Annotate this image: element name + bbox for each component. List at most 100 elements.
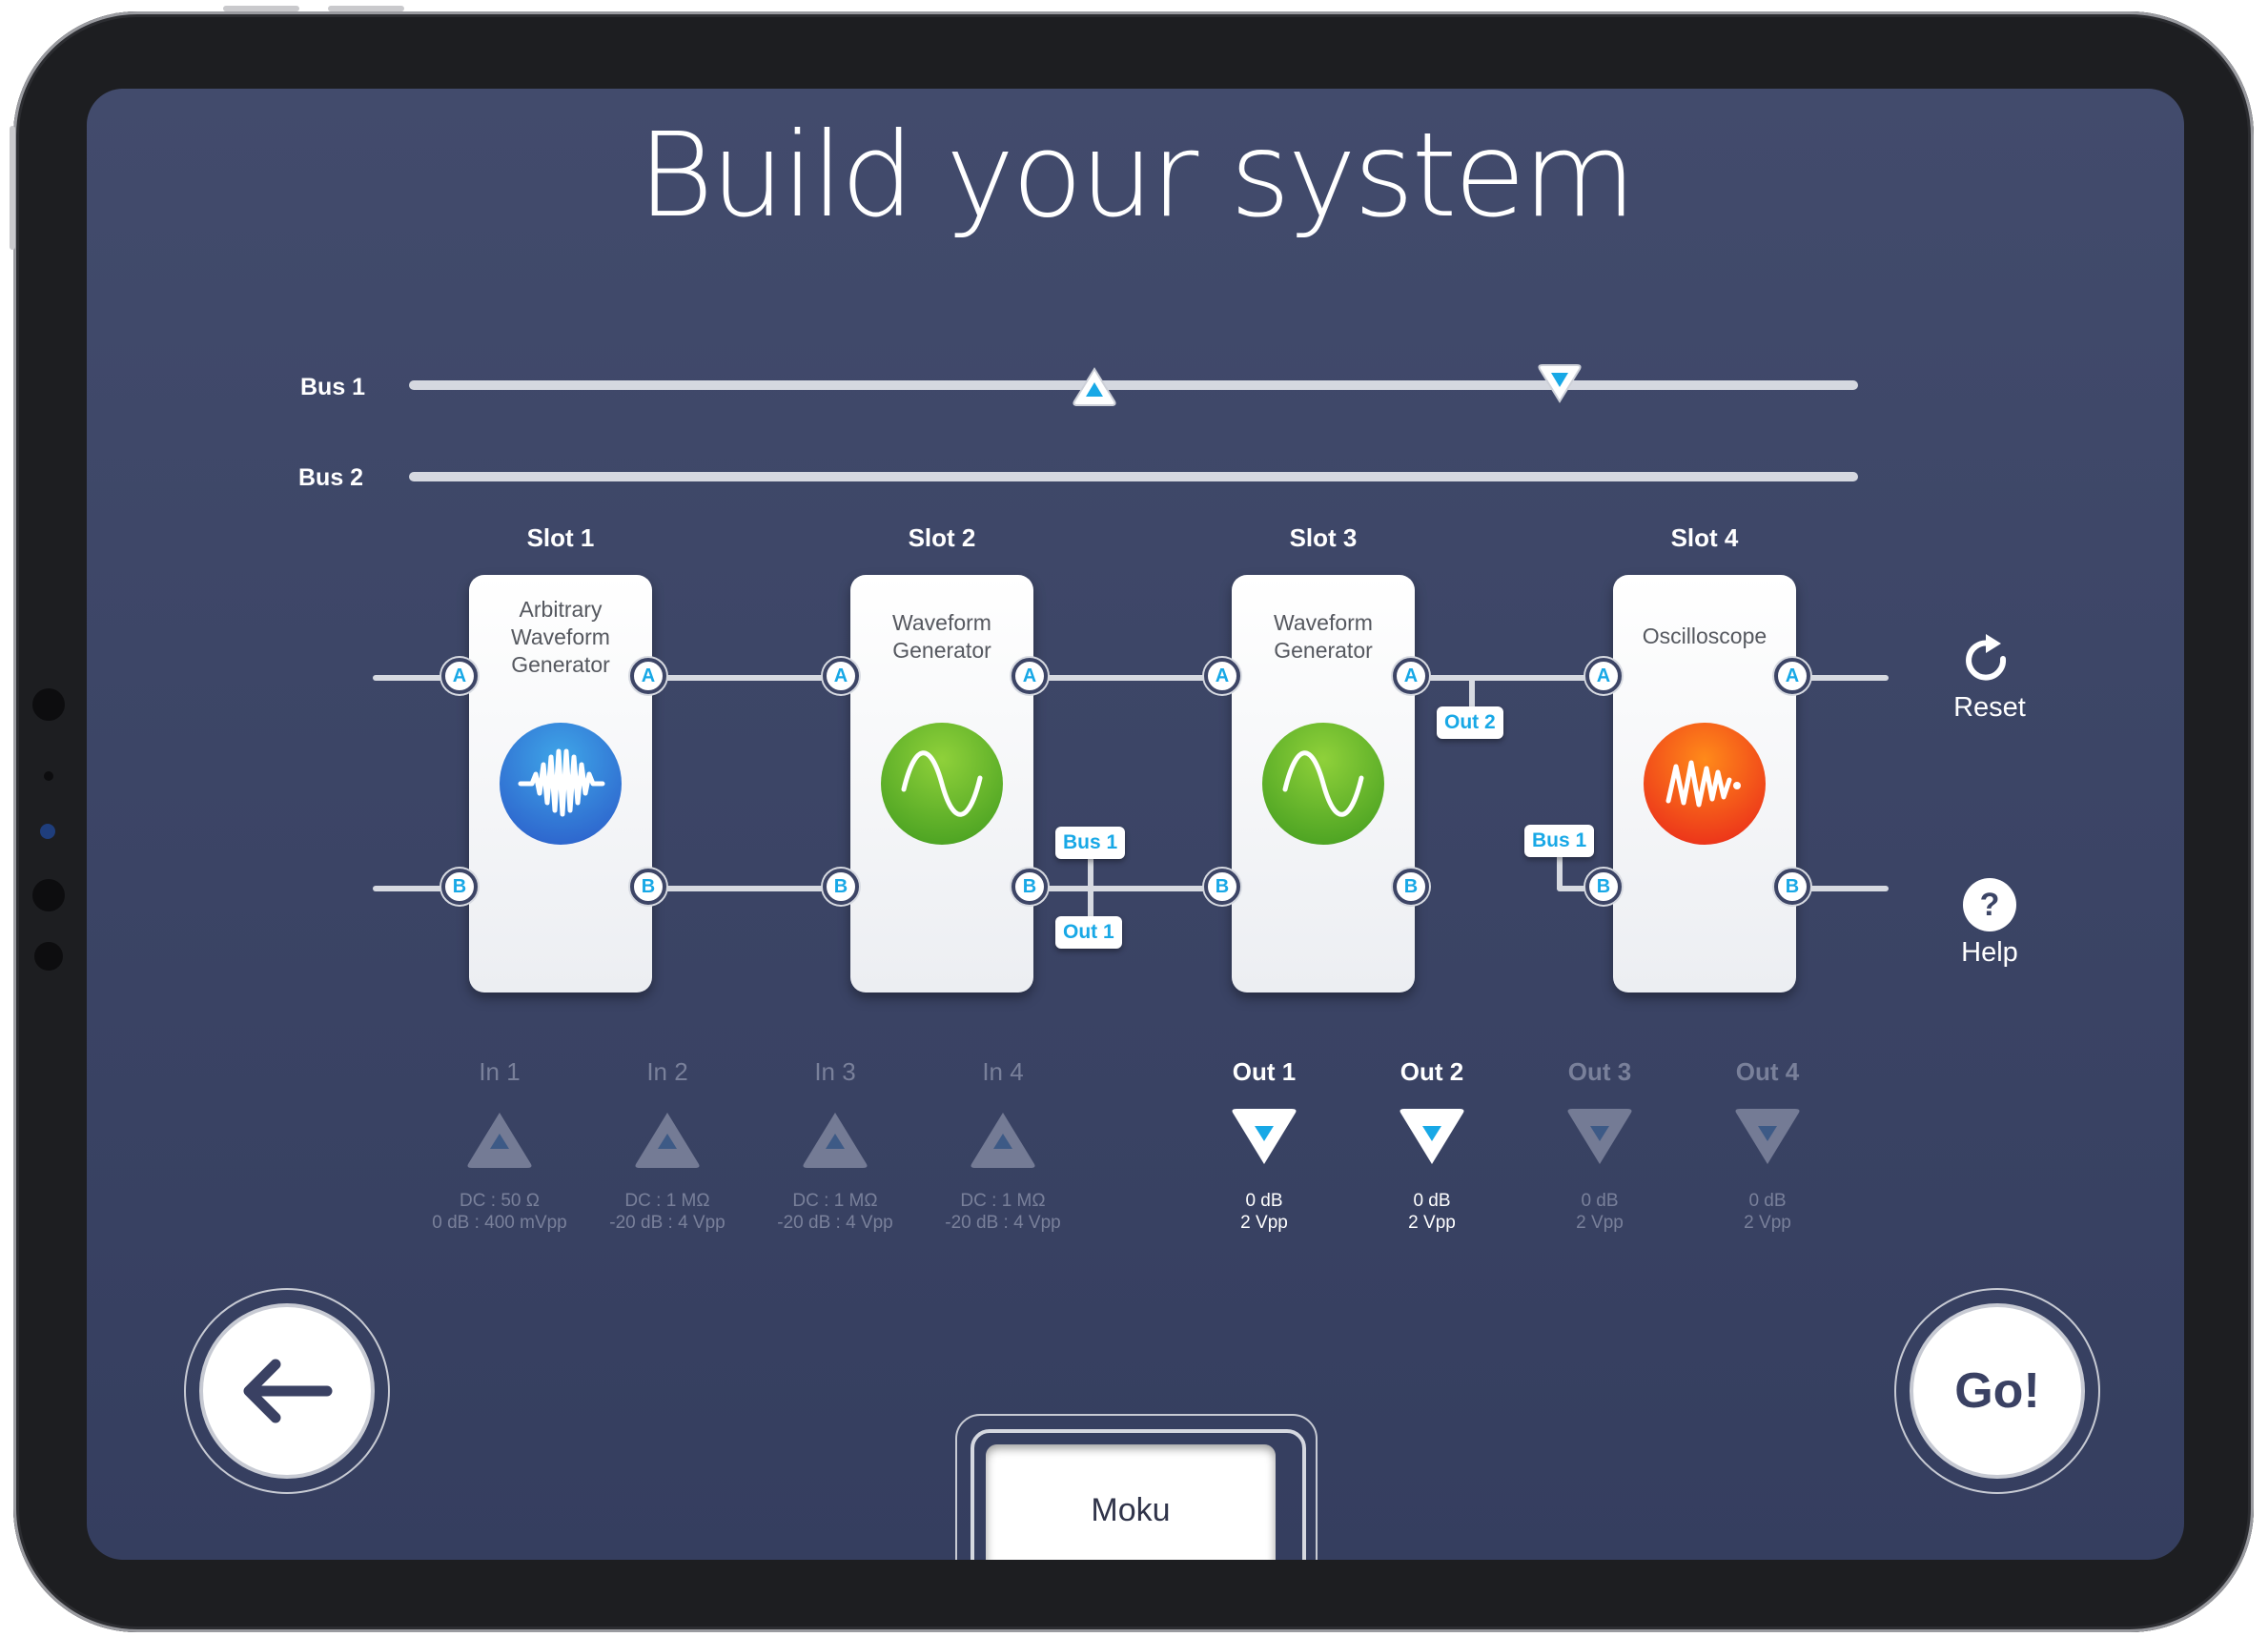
input-3-port-icon[interactable] — [800, 1109, 870, 1172]
help-button[interactable]: Help — [1961, 937, 2018, 968]
output-1-label: Out 1 — [1232, 1057, 1297, 1086]
top-button — [223, 6, 299, 11]
oscilloscope-trace-icon — [1644, 723, 1766, 845]
slot-3-module[interactable]: Waveform Generator — [1232, 575, 1415, 992]
slot-2-label: Slot 2 — [908, 523, 976, 552]
wire-1-2-b — [649, 886, 840, 891]
slot-3-out-2-tag[interactable]: Out 2 — [1437, 706, 1503, 739]
slot-2-input-b-port[interactable]: B — [823, 869, 859, 905]
slot-3-input-b-port[interactable]: B — [1204, 869, 1240, 905]
moku-device[interactable]: Moku — [955, 1414, 1318, 1560]
output-1-port-icon[interactable] — [1229, 1105, 1299, 1168]
slot-1-module[interactable]: Arbitrary Waveform Generator — [469, 575, 652, 992]
slot-4-output-a-port[interactable]: A — [1774, 658, 1810, 694]
input-2-spec: DC : 1 MΩ-20 dB : 4 Vpp — [609, 1191, 725, 1233]
slot-4-input-b-port[interactable]: B — [1585, 869, 1622, 905]
moku-label: Moku — [1091, 1492, 1171, 1528]
front-camera — [40, 824, 55, 839]
wire-2-3-a — [1031, 675, 1221, 681]
wire-input-a — [373, 675, 459, 681]
slot-4-input-a-port[interactable]: A — [1585, 658, 1622, 694]
input-4-spec: DC : 1 MΩ-20 dB : 4 Vpp — [945, 1191, 1061, 1233]
output-4-port-icon[interactable] — [1732, 1105, 1803, 1168]
app-screen: Build your system Bus 1 Bus 2 Slot 1 Slo… — [87, 89, 2184, 1560]
input-4-label: In 4 — [982, 1057, 1024, 1086]
input-1-port-icon[interactable] — [464, 1109, 535, 1172]
output-3-label: Out 3 — [1567, 1057, 1632, 1086]
reset-button[interactable]: Reset — [1953, 692, 2026, 723]
wire-input-b — [373, 886, 459, 891]
go-button-face[interactable]: Go! — [1910, 1303, 2085, 1479]
sine-wave-icon — [881, 723, 1003, 845]
slot-3-output-b-port[interactable]: B — [1393, 869, 1429, 905]
go-label: Go! — [1954, 1363, 2040, 1419]
go-button[interactable]: Go! — [1894, 1288, 2100, 1494]
branch-slot4-b-h — [1557, 886, 1603, 891]
bus-2-track[interactable] — [409, 472, 1858, 481]
sensor-dot — [32, 688, 65, 721]
bus-2-label: Bus 2 — [298, 464, 364, 491]
branch-slot3-a — [1469, 675, 1475, 713]
branch-slot2-b — [1088, 842, 1093, 933]
wire-output-b — [1793, 886, 1889, 891]
slot-3-output-a-port[interactable]: A — [1393, 658, 1429, 694]
slot-2-module[interactable]: Waveform Generator — [850, 575, 1033, 992]
slot-4-bus-1-tag[interactable]: Bus 1 — [1524, 825, 1595, 857]
slot-2-bus-1-tag[interactable]: Bus 1 — [1055, 827, 1126, 859]
branch-slot4-b — [1557, 851, 1563, 890]
sensor-dot — [34, 942, 63, 971]
slot-2-input-a-port[interactable]: A — [823, 658, 859, 694]
slot-3-label: Slot 3 — [1289, 523, 1358, 552]
back-button-face[interactable] — [199, 1303, 375, 1479]
bus-1-input-marker[interactable] — [1069, 365, 1120, 409]
input-2-label: In 2 — [646, 1057, 688, 1086]
bus-1-output-marker[interactable] — [1534, 361, 1585, 405]
slot-4-module[interactable]: Oscilloscope — [1613, 575, 1796, 992]
reset-icon[interactable] — [1961, 632, 2018, 689]
input-2-port-icon[interactable] — [632, 1109, 703, 1172]
output-2-label: Out 2 — [1400, 1057, 1464, 1086]
sine-wave-icon — [1262, 723, 1384, 845]
help-icon[interactable]: ? — [1961, 876, 2018, 933]
page-title: Build your system — [637, 108, 1636, 243]
moku-device-bezel: Moku — [971, 1429, 1306, 1560]
wire-output-a — [1793, 675, 1889, 681]
slot-2-output-b-port[interactable]: B — [1011, 869, 1048, 905]
slot-1-output-a-port[interactable]: A — [630, 658, 666, 694]
waveform-burst-icon — [500, 723, 622, 845]
slot-4-label: Slot 4 — [1670, 523, 1739, 552]
bus-1-label: Bus 1 — [300, 374, 366, 400]
wire-3-4-a — [1412, 675, 1603, 681]
slot-4-output-b-port[interactable]: B — [1774, 869, 1810, 905]
moku-device-face[interactable]: Moku — [986, 1444, 1276, 1560]
slot-3-input-a-port[interactable]: A — [1204, 658, 1240, 694]
slot-1-input-b-port[interactable]: B — [441, 869, 478, 905]
output-3-port-icon[interactable] — [1564, 1105, 1635, 1168]
volume-button — [10, 126, 15, 250]
arrow-left-icon — [243, 1359, 333, 1423]
instrument-name: Waveform Generator — [1274, 610, 1373, 663]
bus-1-track[interactable] — [409, 380, 1858, 390]
wire-2-3-b — [1031, 886, 1221, 891]
wire-1-2-a — [649, 675, 840, 681]
output-2-port-icon[interactable] — [1397, 1105, 1467, 1168]
svg-text:?: ? — [1980, 887, 2000, 923]
sensor-dot — [44, 771, 53, 781]
input-3-spec: DC : 1 MΩ-20 dB : 4 Vpp — [777, 1191, 893, 1233]
slot-2-out-1-tag[interactable]: Out 1 — [1055, 916, 1122, 949]
slot-1-output-b-port[interactable]: B — [630, 869, 666, 905]
input-3-label: In 3 — [814, 1057, 856, 1086]
input-1-label: In 1 — [479, 1057, 521, 1086]
instrument-name: Waveform Generator — [892, 610, 991, 663]
slot-2-output-a-port[interactable]: A — [1011, 658, 1048, 694]
input-4-port-icon[interactable] — [968, 1109, 1038, 1172]
back-button[interactable] — [184, 1288, 390, 1494]
slot-1-input-a-port[interactable]: A — [441, 658, 478, 694]
top-button-2 — [328, 6, 404, 11]
output-4-label: Out 4 — [1735, 1057, 1800, 1086]
